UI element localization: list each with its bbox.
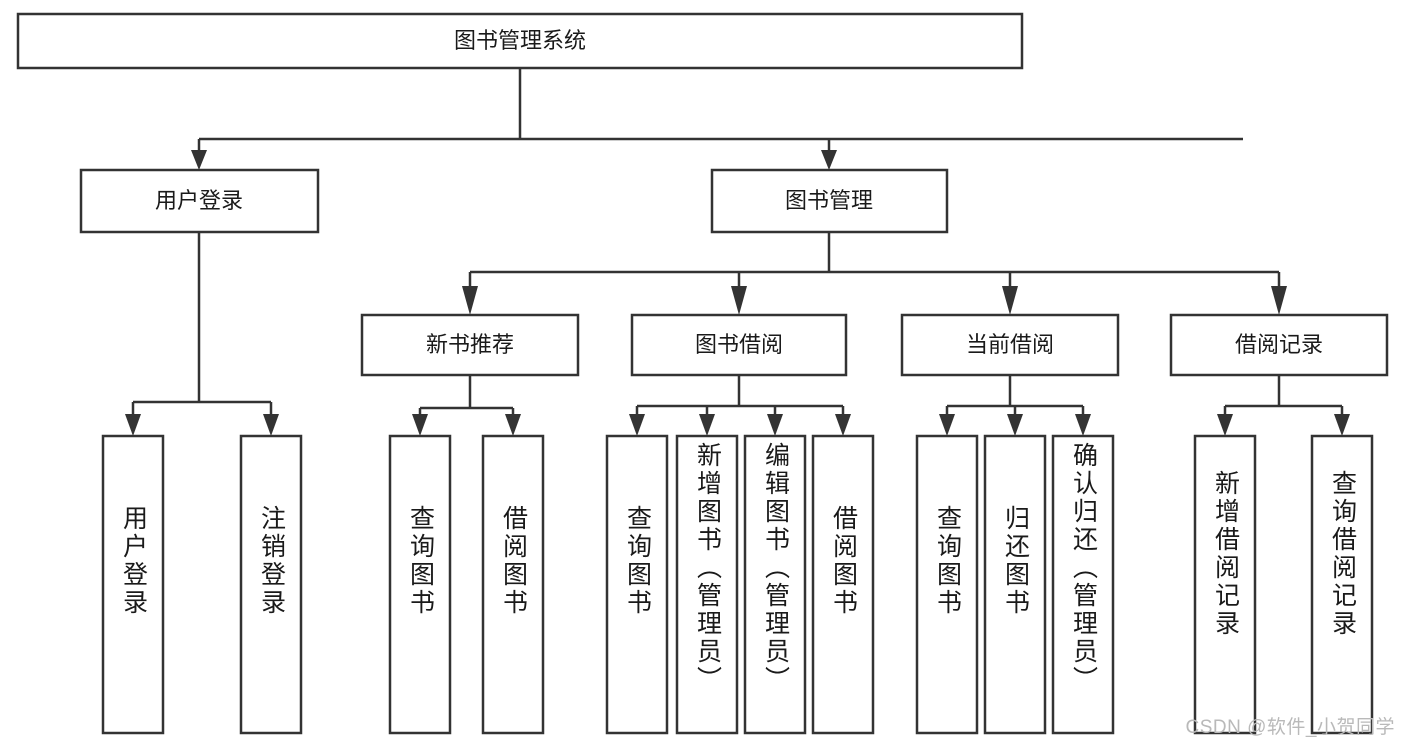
connector-newbookrec-to-leaves	[412, 375, 521, 436]
node-book-borrow-label: 图书借阅	[695, 332, 783, 357]
node-borrow-record[interactable]: 借阅记录	[1169, 313, 1389, 377]
leaf-box-borrow-add-book[interactable]	[675, 434, 739, 735]
connector-bookmanage-to-level3	[462, 232, 1287, 315]
leaf-box-logout[interactable]	[239, 434, 303, 735]
leaf-box-borrow-query-book[interactable]	[605, 434, 669, 735]
leaf-box-record-query[interactable]	[1310, 434, 1374, 735]
leaf-boxes	[101, 434, 1374, 735]
node-book-manage-label: 图书管理	[785, 188, 873, 213]
leaf-box-cur-query-book[interactable]	[915, 434, 979, 735]
node-user-login-label: 用户登录	[155, 188, 243, 213]
node-user-login[interactable]: 用户登录	[79, 168, 320, 234]
leaf-box-record-add[interactable]	[1193, 434, 1257, 735]
csdn-watermark: CSDN @软件_小贺同学	[1185, 717, 1395, 738]
connector-currentborrow-to-leaves	[939, 375, 1091, 436]
node-current-borrow[interactable]: 当前借阅	[900, 313, 1120, 377]
node-new-book-recommend-label: 新书推荐	[426, 332, 514, 357]
node-root-label: 图书管理系统	[454, 28, 586, 53]
leaf-box-rec-borrow-book[interactable]	[481, 434, 545, 735]
leaf-box-borrow-edit-book[interactable]	[743, 434, 807, 735]
leaf-box-cur-confirm-return[interactable]	[1051, 434, 1115, 735]
leaf-box-borrow-borrow-book[interactable]	[811, 434, 875, 735]
node-root[interactable]: 图书管理系统	[16, 12, 1024, 70]
node-current-borrow-label: 当前借阅	[966, 332, 1054, 357]
leaf-box-rec-query-book[interactable]	[388, 434, 452, 735]
connector-bookborrow-to-leaves	[629, 375, 851, 436]
node-book-manage[interactable]: 图书管理	[710, 168, 949, 234]
node-new-book-recommend[interactable]: 新书推荐	[360, 313, 580, 377]
connector-userlogin-to-leaves	[125, 232, 279, 436]
connector-root-to-level2	[191, 68, 1243, 170]
leaf-box-cur-return-book[interactable]	[983, 434, 1047, 735]
node-borrow-record-label: 借阅记录	[1235, 332, 1323, 357]
node-book-borrow[interactable]: 图书借阅	[630, 313, 848, 377]
leaf-box-user-login[interactable]	[101, 434, 165, 735]
connector-borrowrecord-to-leaves	[1217, 375, 1350, 436]
